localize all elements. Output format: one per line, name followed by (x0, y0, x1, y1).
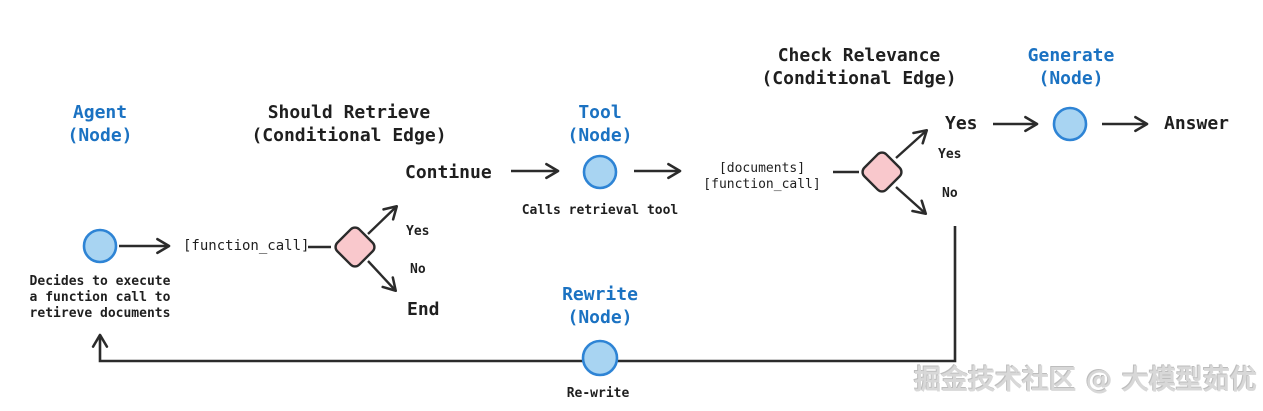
rewrite-node-title: Rewrite (Node) (562, 284, 638, 328)
should-retrieve-no-label: No (410, 262, 426, 277)
end-label: End (407, 299, 440, 320)
tool-node-circle (582, 154, 618, 190)
generate-node-circle (1052, 106, 1088, 142)
watermark-text: 掘金技术社区 @ 大模型茹优 (914, 365, 1257, 396)
rewrite-node-description: Re-write (566, 386, 630, 401)
check-relevance-diamond (861, 151, 903, 193)
edge-rewrite-loop-arrow (91, 226, 957, 363)
answer-label: Answer (1164, 113, 1230, 134)
edge-should-retrieve-yes-arrow (367, 204, 399, 235)
edge-check-relevance-yes-arrow (895, 129, 929, 159)
should-retrieve-diamond (334, 226, 376, 268)
check-relevance-yes-branch-label: Yes (945, 113, 978, 134)
should-retrieve-yes-label: Yes (406, 224, 430, 239)
agent-node-circle (82, 228, 118, 264)
check-relevance-yes-label: Yes (938, 147, 962, 162)
check-relevance-no-label: No (942, 186, 958, 201)
edge-should-retrieve-no-arrow (367, 260, 397, 293)
rewrite-node-circle (581, 339, 619, 377)
agent-node-description: Decides to execute a function call to re… (29, 274, 171, 321)
function-call-state-label: [function_call] (183, 238, 310, 254)
tool-node-description: Calls retrieval tool (521, 203, 679, 218)
should-retrieve-edge-title: Should Retrieve (Conditional Edge) (251, 102, 447, 146)
continue-branch-label: Continue (405, 162, 492, 183)
edge-check-relevance-no-arrow (895, 186, 928, 215)
tool-node-title: Tool (Node) (567, 102, 633, 146)
agent-node-title: Agent (Node) (67, 102, 133, 146)
documents-state-label: [documents] [function_call] (703, 161, 821, 192)
generate-node-title: Generate (Node) (1027, 45, 1115, 89)
check-relevance-edge-title: Check Relevance (Conditional Edge) (761, 45, 957, 89)
